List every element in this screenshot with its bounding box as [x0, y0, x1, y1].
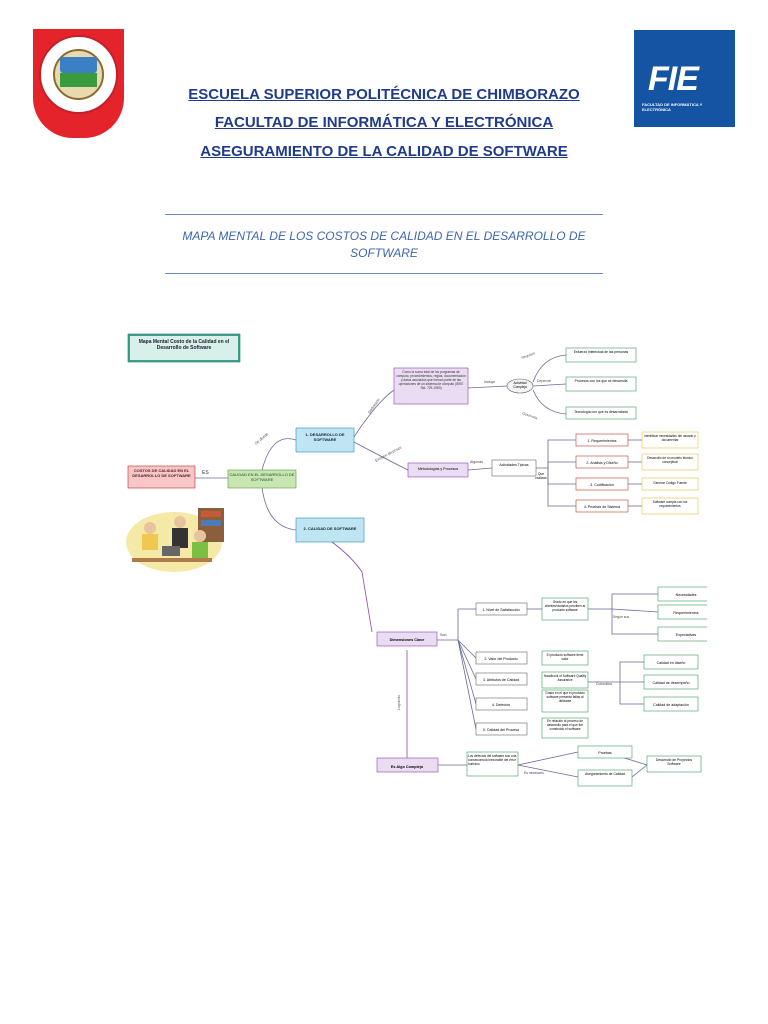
- school-title: ESCUELA SUPERIOR POLITÉCNICA DE CHIMBORA…: [188, 86, 580, 103]
- dimension-desc-3: Handbook of Software Quality Assurance: [543, 674, 587, 682]
- activity-2: 2. Análisis y Diseño: [586, 461, 617, 465]
- node-calidad: 2. CALIDAD DE SOFTWARE: [303, 526, 357, 531]
- activity-desc-2: Desarrollo de un modelo técnico conceptu…: [647, 456, 693, 464]
- label-son: Son:: [440, 633, 447, 637]
- map-title: Mapa Mental Costo de la Calidad en el De…: [138, 339, 230, 351]
- label-incluye: Incluye: [484, 380, 495, 384]
- activity-3: 3. Codificación: [590, 483, 614, 487]
- es-algo-complejo: Es Algo Complejo: [391, 765, 424, 769]
- req-3: Tecnología con que es desarrollada: [574, 410, 628, 414]
- complejo-text: Los defectos del software son una consec…: [468, 754, 517, 766]
- label-conocidos: Conocidos: [596, 682, 612, 686]
- dimensiones-clave: Dimensiones Clave: [390, 638, 425, 642]
- fie-logo-text: FIE: [648, 60, 699, 98]
- dimension-3: 3. Atributos de Calidad: [483, 678, 519, 682]
- map-center: CALIDAD EN EL DESARROLLO DE SOFTWARE: [229, 472, 295, 482]
- segun-3: Expectativas: [676, 633, 697, 637]
- activity-1: 1. Requerimientos: [587, 439, 616, 443]
- label-algunas: Algunas: [470, 460, 483, 464]
- req-2: Procesos con los que se desarrolla: [574, 379, 628, 383]
- document-subtitle: MAPA MENTAL DE LOS COSTOS DE CALIDAD EN …: [182, 229, 586, 260]
- label-depende: Depende: [537, 379, 551, 383]
- desarrollo-proyectos: Desarrollo de Proyectos Software: [655, 758, 693, 766]
- dimension-4: 4. Defectos: [492, 703, 510, 707]
- label-que-realizan: Que realizan: [535, 472, 547, 480]
- segun-2: Requerimientos: [673, 611, 698, 615]
- faculty-title: FACULTAD DE INFORMÁTICA Y ELECTRÓNICA: [214, 114, 554, 131]
- label-logrando: Logrando: [397, 695, 401, 710]
- activity-4: 4. Pruebas de Sistema: [584, 505, 620, 509]
- segun-1: Necesidades: [676, 593, 697, 597]
- mind-map-diagram: Mapa Mental Costo de la Calidad en el De…: [122, 322, 707, 787]
- label-requiere: Requiere: [521, 351, 536, 360]
- req-1: Esfuerzo intelectual de las personas: [573, 350, 629, 354]
- activity-desc-4: Software cumpla con los requerimientos: [652, 500, 688, 508]
- pruebas: Pruebas: [598, 751, 612, 755]
- dimension-2: 2. Valor del Producto: [484, 657, 517, 661]
- calidad-2: Calidad de desempeño: [653, 681, 690, 685]
- calidad-3: Calidad de adaptación: [653, 703, 689, 707]
- definition-text: Como la suma total de los programas de c…: [396, 370, 466, 390]
- dimension-desc-5: En relación al proceso de desarrollo par…: [546, 719, 584, 731]
- metodologias: Metodologías y Procesos: [417, 467, 459, 471]
- map-root: COSTOS DE CALIDAD EN EL DESARROLLO DE SO…: [132, 468, 191, 478]
- dimension-desc-2: El producto software tiene valor: [546, 653, 584, 661]
- label-es-necesario: Es necesario: [524, 771, 544, 775]
- actividad-compleja: Actividad Compleja: [513, 381, 527, 389]
- fie-logo: FIE FACULTAD DE INFORMÁTICA Y ELECTRÓNIC…: [634, 30, 735, 127]
- activity-desc-1: Identificar necesidades del usuario y do…: [644, 434, 696, 442]
- divider-top: [165, 214, 603, 215]
- divider-bottom: [165, 273, 603, 274]
- espoch-logo: [33, 29, 124, 138]
- espoch-seal-icon: [39, 35, 118, 114]
- dimension-desc-4: Grado en el que el producto software pre…: [545, 691, 585, 703]
- subject-title: ASEGURAMIENTO DE LA CALIDAD DE SOFTWARE: [200, 143, 568, 160]
- fie-logo-subtext: FACULTAD DE INFORMÁTICA Y ELECTRÓNICA: [642, 102, 703, 112]
- label-es: ES: [202, 470, 209, 476]
- node-desarrollo: 1. DESARROLLO DE SOFTWARE: [305, 432, 345, 442]
- people-illustration: [126, 508, 224, 572]
- dimension-1: 1. Nivel de Satisfacción: [482, 608, 519, 612]
- calidad-1: Calidad en diseño: [657, 661, 686, 665]
- label-segun: Según sus: [613, 615, 629, 619]
- dimension-5: 5. Calidad del Proceso: [483, 728, 519, 732]
- label-desarrolla: Desarrolla: [522, 411, 538, 420]
- activity-desc-3: Generar Código Fuente: [653, 481, 687, 485]
- dimension-desc-1: Grado en que los clientes/usuarios perci…: [544, 600, 586, 612]
- actividades-tipicas: Actividades Típicas: [499, 463, 529, 467]
- aseguramiento-calidad: Aseguramiento de Calidad: [585, 772, 625, 776]
